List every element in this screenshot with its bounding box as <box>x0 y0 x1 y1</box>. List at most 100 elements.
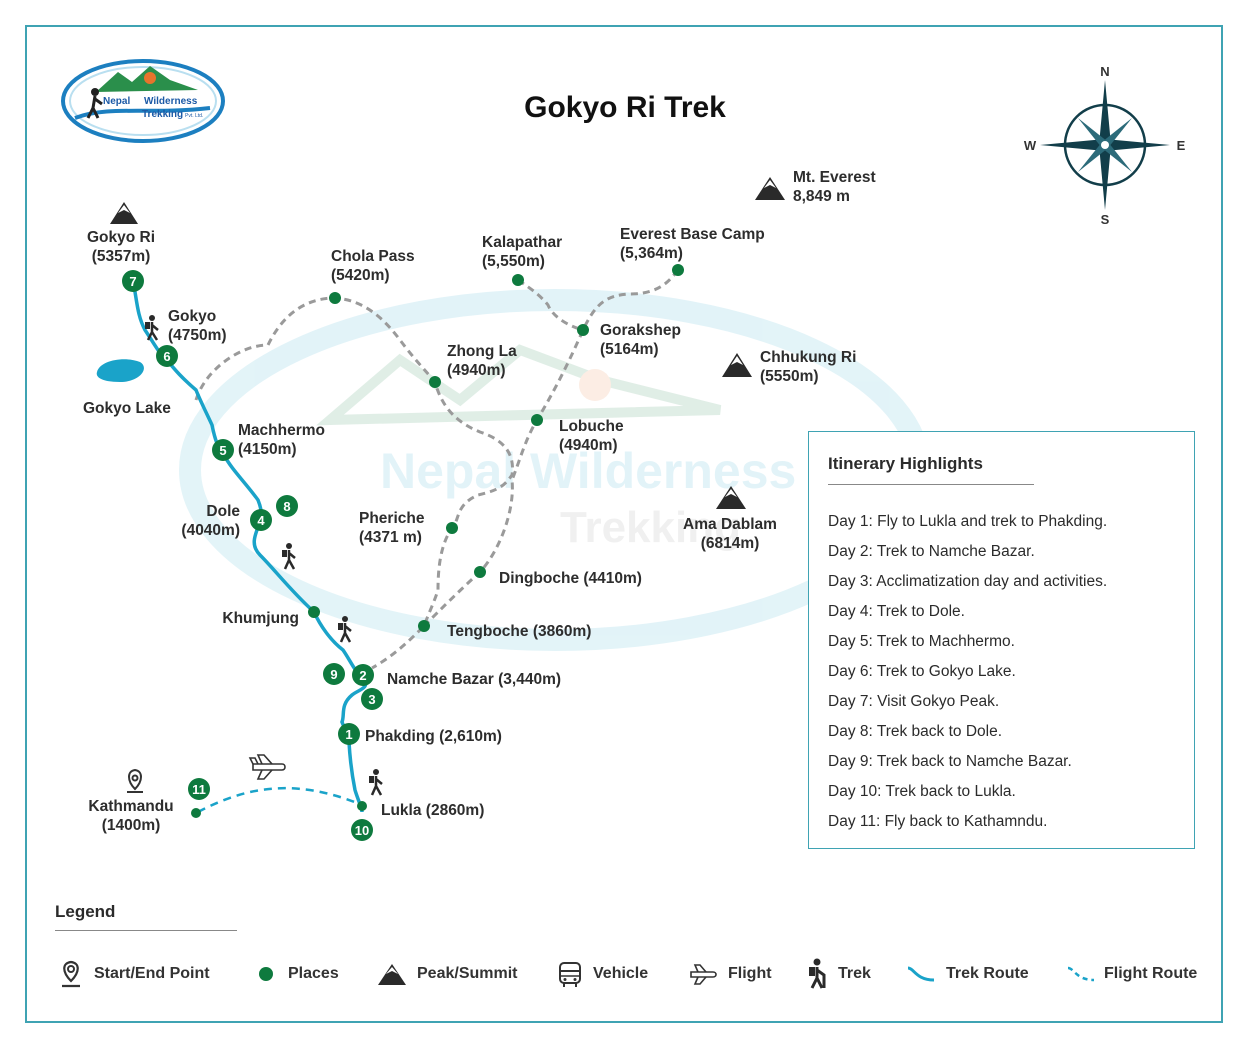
svg-text:2: 2 <box>359 668 366 683</box>
legend-label: Trek Route <box>946 965 1029 982</box>
svg-text:4: 4 <box>257 513 265 528</box>
itinerary-day: Day 1: Fly to Lukla and trek to Phakding… <box>828 513 1108 530</box>
logo-line4: Pvt. Ltd. <box>185 113 203 119</box>
compass-south: S <box>1101 212 1110 227</box>
itinerary-day: Day 7: Visit Gokyo Peak. <box>828 693 1000 710</box>
legend-item-start-end: Start/End Point <box>58 958 210 990</box>
svg-text:9: 9 <box>330 667 337 682</box>
trekker-icon <box>282 543 296 570</box>
day-marker-10[interactable]: 10 <box>351 819 373 841</box>
logo-line2: Wilderness <box>144 96 198 107</box>
label-zhong-la: Zhong La(4940m) <box>447 343 517 379</box>
place-dot-lobuche[interactable] <box>531 414 543 426</box>
itinerary-title: Itinerary Highlights <box>828 454 1034 485</box>
svg-text:11: 11 <box>192 782 206 797</box>
flight-route-icon <box>1067 966 1095 982</box>
itinerary-day: Day 10: Trek back to Lukla. <box>828 783 1016 800</box>
day-marker-2[interactable]: 2 <box>352 664 374 686</box>
itinerary-day: Day 8: Trek back to Dole. <box>828 723 1003 740</box>
company-logo: Nepal Wilderness Trekking Pvt. Ltd. <box>61 59 225 143</box>
trekker-icon <box>809 958 826 989</box>
bus-icon <box>559 962 581 987</box>
itinerary-day: Day 9: Trek back to Namche Bazar. <box>828 753 1072 770</box>
legend-label: Start/End Point <box>94 965 210 982</box>
svg-text:6: 6 <box>163 349 170 364</box>
place-dot-chola-pass[interactable] <box>329 292 341 304</box>
watermark-line2: Trekking <box>560 503 741 552</box>
legend-label: Vehicle <box>593 965 649 982</box>
peak-icon <box>716 486 746 509</box>
place-dot-dingboche[interactable] <box>474 566 486 578</box>
place-dot-khumjung[interactable] <box>308 606 320 618</box>
label-gokyo-ri: Gokyo Ri(5357m) <box>87 229 155 265</box>
svg-text:1: 1 <box>345 727 352 742</box>
legend-item-peak: Peak/Summit <box>377 958 517 990</box>
place-dot-gorakshep[interactable] <box>577 324 589 336</box>
airplane-icon <box>690 964 717 985</box>
day-markers: 7 6 5 8 4 9 2 3 1 10 11 <box>122 270 383 841</box>
day-marker-3[interactable]: 3 <box>361 688 383 710</box>
itinerary-list: Day 1: Fly to Lukla and trek to Phakding… <box>828 507 1176 837</box>
start-point-icon <box>127 768 143 793</box>
itinerary-day: Day 5: Trek to Machhermo. <box>828 633 1015 650</box>
label-dole: Dole(4040m) <box>181 503 240 539</box>
label-lukla: Lukla (2860m) <box>381 802 484 819</box>
legend-label: Flight <box>728 965 772 982</box>
svg-text:8: 8 <box>283 499 290 514</box>
day-marker-4[interactable]: 4 <box>250 509 272 531</box>
label-kathmandu: Kathmandu(1400m) <box>88 798 173 834</box>
legend-label: Trek <box>838 965 871 982</box>
label-gokyo: Gokyo(4750m) <box>168 308 227 344</box>
legend-label: Places <box>288 965 339 982</box>
legend-label: Flight Route <box>1104 965 1198 982</box>
day-marker-11[interactable]: 11 <box>188 778 210 800</box>
airplane-icon <box>248 754 286 780</box>
label-ama-dablam: Ama Dablam(6814m) <box>683 516 777 552</box>
label-gorakshep: Gorakshep(5164m) <box>600 322 681 358</box>
itinerary-day: Day 6: Trek to Gokyo Lake. <box>828 663 1016 680</box>
day-marker-6[interactable]: 6 <box>156 345 178 367</box>
trekker-icon <box>145 315 159 341</box>
label-chhukung: Chhukung Ri(5550m) <box>760 349 856 385</box>
legend-item-places: Places <box>258 958 339 990</box>
label-lobuche: Lobuche(4940m) <box>559 418 624 454</box>
place-dot-zhong-la[interactable] <box>429 376 441 388</box>
peak-icon <box>722 353 752 377</box>
compass-rose: N S E W <box>1024 64 1186 227</box>
page-title: Gokyo Ri Trek <box>524 91 726 124</box>
place-labels: Gokyo Ri(5357m) Gokyo(4750m) Gokyo Lake … <box>83 169 876 834</box>
day-marker-9[interactable]: 9 <box>323 663 345 685</box>
label-khumjung: Khumjung <box>222 610 299 627</box>
day-marker-8[interactable]: 8 <box>276 495 298 517</box>
trekker-icon <box>338 616 352 643</box>
place-dot-ebc[interactable] <box>672 264 684 276</box>
label-chola-pass: Chola Pass(5420m) <box>331 248 415 284</box>
compass-east: E <box>1177 138 1186 153</box>
gokyo-lake-shape <box>96 359 144 382</box>
label-gokyo-lake: Gokyo Lake <box>83 400 171 417</box>
place-dot-lukla[interactable] <box>357 801 367 811</box>
place-dot-tengboche[interactable] <box>418 620 430 632</box>
day-marker-1[interactable]: 1 <box>338 723 360 745</box>
day-marker-7[interactable]: 7 <box>122 270 144 292</box>
svg-text:3: 3 <box>368 692 375 707</box>
itinerary-day: Day 11: Fly back to Kathamndu. <box>828 813 1048 830</box>
legend-item-flight-route: Flight Route <box>1066 958 1197 990</box>
label-ebc: Everest Base Camp(5,364m) <box>620 226 765 262</box>
legend-item-vehicle: Vehicle <box>557 958 648 990</box>
place-dot-kalapathar[interactable] <box>512 274 524 286</box>
peak-icon <box>378 964 406 985</box>
label-namche: Namche Bazar (3,440m) <box>387 671 561 688</box>
trekker-icon <box>369 769 383 796</box>
label-phakding: Phakding (2,610m) <box>365 728 502 745</box>
itinerary-panel: Itinerary Highlights Day 1: Fly to Lukla… <box>808 431 1195 849</box>
start-point-icon <box>62 960 80 988</box>
place-dot-pheriche[interactable] <box>446 522 458 534</box>
place-dot-kathmandu[interactable] <box>191 808 201 818</box>
day-marker-5[interactable]: 5 <box>212 439 234 461</box>
peak-icons <box>110 177 785 509</box>
logo-line1: Nepal <box>103 96 130 107</box>
svg-text:5: 5 <box>219 443 226 458</box>
